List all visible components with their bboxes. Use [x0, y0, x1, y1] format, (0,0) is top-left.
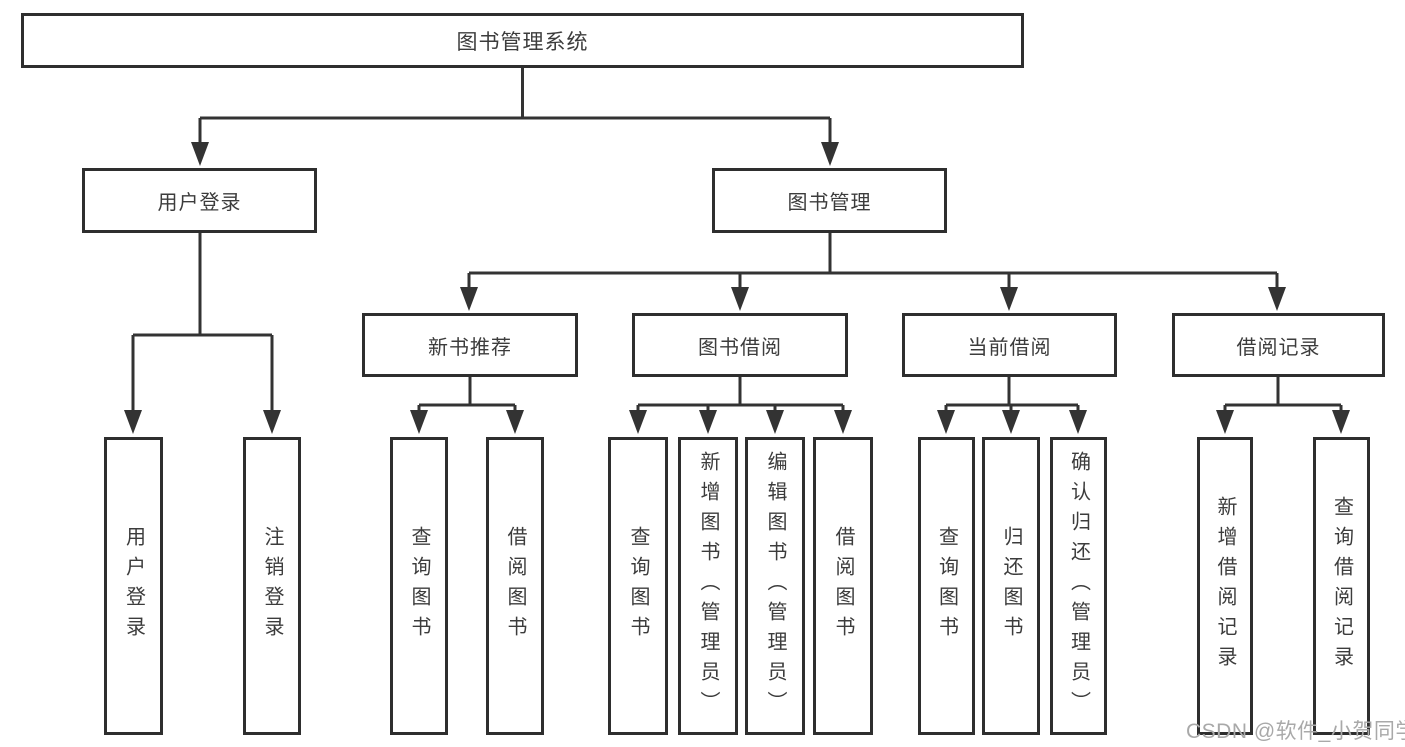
node-book-management: 图书管理 — [712, 168, 947, 233]
leaf-query-books-borrow: 查询图书 — [608, 437, 668, 735]
leaf-edit-books-admin: 编辑图书（管理员） — [745, 437, 805, 735]
node-borrowing-records: 借阅记录 — [1172, 313, 1385, 377]
leaf-add-borrow-record: 新增借阅记录 — [1197, 437, 1253, 735]
leaf-confirm-return-admin: 确认归还（管理员） — [1050, 437, 1107, 735]
node-book-borrowing: 图书借阅 — [632, 313, 848, 377]
node-user-login-group: 用户登录 — [82, 168, 317, 233]
leaf-return-books: 归还图书 — [982, 437, 1040, 735]
leaf-borrow-books: 借阅图书 — [813, 437, 873, 735]
csdn-watermark: CSDN @软件_小贺同学 — [1186, 720, 1405, 743]
node-new-book-recommendation: 新书推荐 — [362, 313, 578, 377]
leaf-query-books-current: 查询图书 — [918, 437, 975, 735]
leaf-add-books-admin: 新增图书（管理员） — [678, 437, 738, 735]
leaf-borrow-books-recommend: 借阅图书 — [486, 437, 544, 735]
node-current-borrowing: 当前借阅 — [902, 313, 1117, 377]
node-library-management-system: 图书管理系统 — [21, 13, 1024, 68]
leaf-user-login: 用户登录 — [104, 437, 163, 735]
leaf-query-books-recommend: 查询图书 — [390, 437, 448, 735]
leaf-query-borrow-record: 查询借阅记录 — [1313, 437, 1370, 735]
leaf-logout: 注销登录 — [243, 437, 301, 735]
